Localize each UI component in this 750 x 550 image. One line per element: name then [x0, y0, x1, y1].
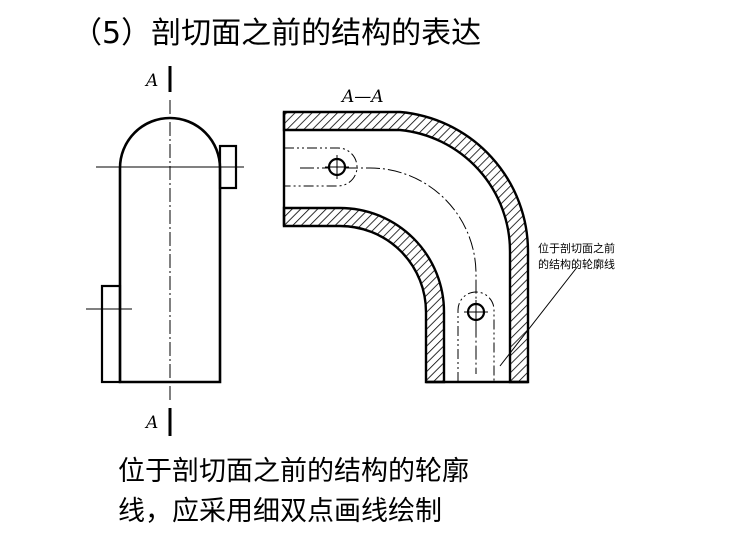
section-view-label: A—A: [340, 87, 384, 107]
pipe-center-arc: [300, 167, 477, 374]
phantom-boss-upper: [284, 147, 358, 187]
caption-line2: 线，应采用细双点画线绘制: [118, 496, 442, 527]
section-label-top: A: [144, 71, 158, 91]
left-boss: [100, 284, 122, 384]
annotation-line2: 的结构的轮廓线: [538, 257, 615, 271]
inner-wall-hatched: [282, 206, 446, 384]
caption-line1: 位于剖切面之前的结构的轮廓: [118, 456, 469, 487]
section-view: A—A 位于剖切面之前 的结构的轮廓线: [282, 87, 615, 384]
main-body-outline: [118, 116, 222, 384]
left-view: A A: [86, 66, 244, 436]
caption: 位于剖切面之前的结构的轮廓 线，应采用细双点画线绘制: [118, 452, 638, 532]
section-label-bottom: A: [144, 413, 158, 433]
page-title: （5）剖切面之前的结构的表达: [72, 16, 482, 51]
leader-line: [499, 265, 579, 367]
annotation-line1: 位于剖切面之前: [538, 241, 615, 255]
phantom-boss-lower: [457, 291, 495, 382]
